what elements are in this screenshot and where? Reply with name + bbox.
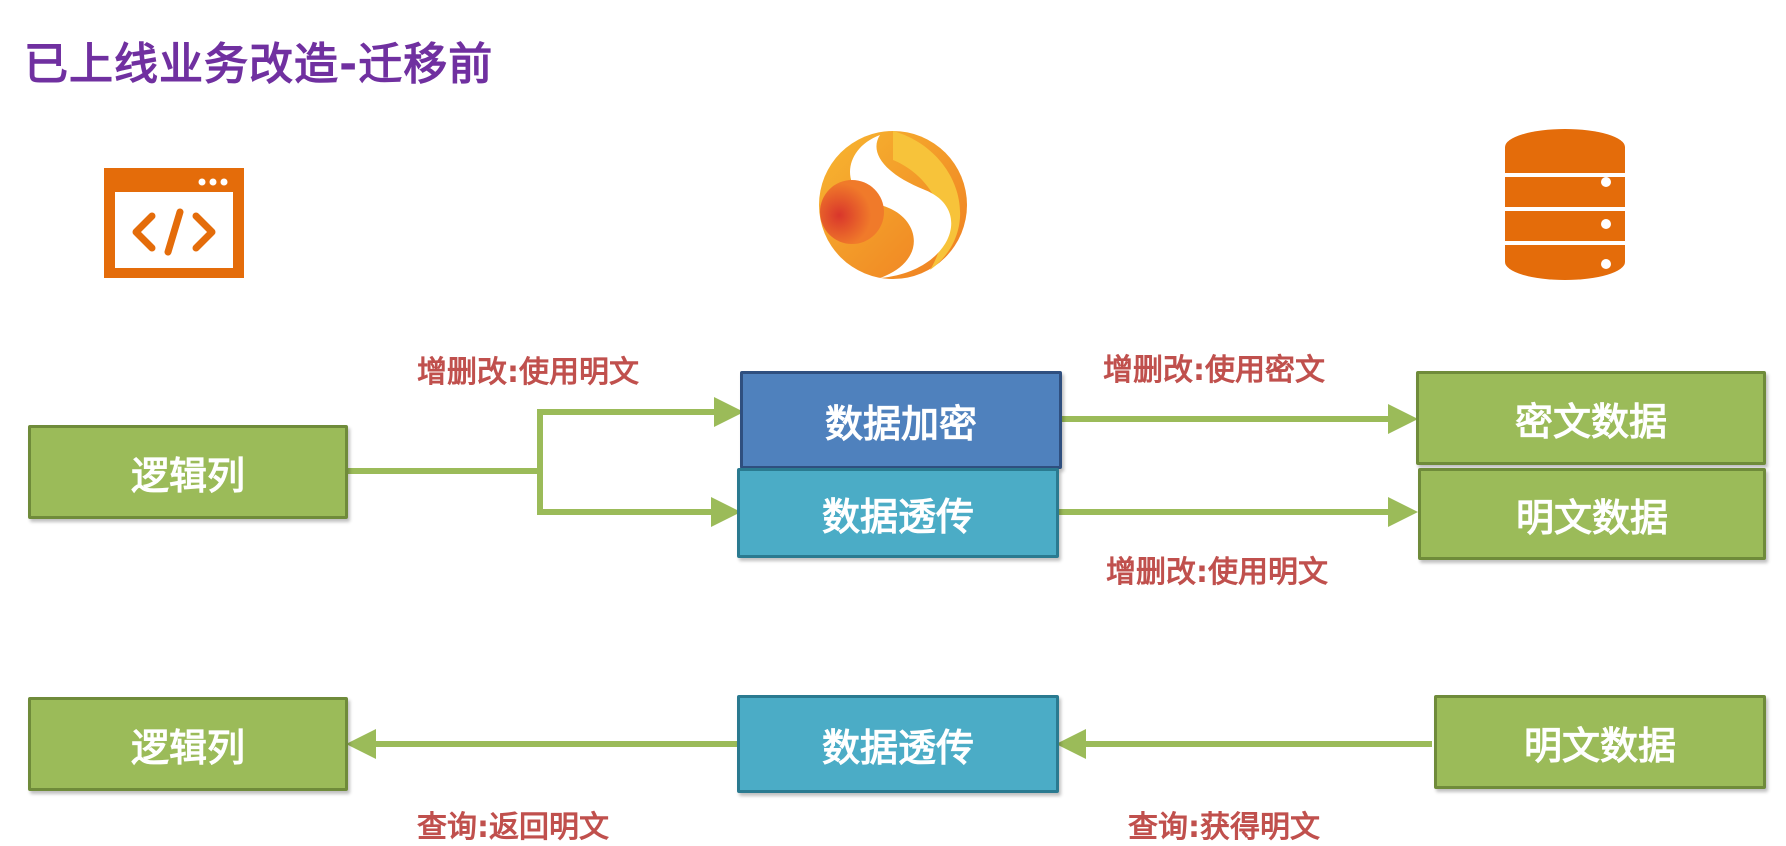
- label-write-use-plain-bottom: 增删改:使用明文: [1106, 555, 1328, 590]
- label-read-return-plain: 查询:返回明文: [417, 810, 609, 845]
- page-title: 已上线业务改造-迁移前: [24, 39, 494, 90]
- data-encrypt-box: 数据加密: [740, 371, 1062, 469]
- data-passthrough-write: 数据透传: [737, 468, 1059, 558]
- flame-logo-icon: [819, 131, 967, 279]
- cipher-data-box: 密文数据: [1416, 371, 1766, 465]
- database-icon: [1505, 129, 1625, 280]
- logic-column-read: 逻辑列: [28, 697, 348, 791]
- plain-data-write: 明文数据: [1418, 468, 1766, 560]
- label-write-use-plain: 增删改:使用明文: [417, 355, 639, 390]
- arrow-branch-to-passthrough: [537, 471, 741, 527]
- logic-column-write: 逻辑列: [28, 425, 348, 519]
- code-window-icon: [104, 168, 244, 278]
- label-read-query-plain: 查询:获得明文: [1128, 810, 1320, 845]
- data-passthrough-read: 数据透传: [737, 695, 1059, 793]
- arrow-branch-to-encrypt: [537, 397, 744, 471]
- label-write-use-cipher: 增删改:使用密文: [1103, 353, 1325, 388]
- plain-data-read: 明文数据: [1434, 695, 1766, 789]
